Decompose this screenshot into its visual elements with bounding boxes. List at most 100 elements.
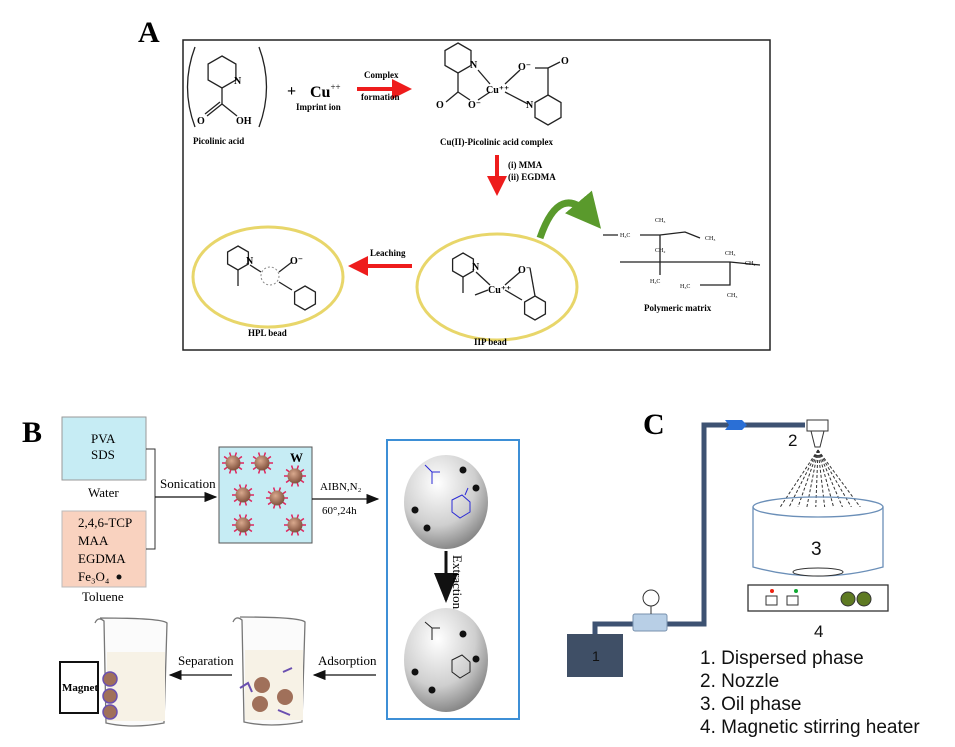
organic-item: MAA: [78, 533, 109, 548]
droplet-icon: [251, 452, 273, 474]
complex-label-bottom: formation: [361, 92, 400, 102]
atom-n: N: [470, 60, 478, 71]
droplets: [222, 452, 306, 536]
initiator-label: AIBN,N₂: [320, 481, 362, 493]
complex-structure-label: Cu(II)-Picolinic acid complex: [440, 137, 553, 147]
merge-bracket: [146, 448, 156, 550]
plus-sign: +: [287, 83, 296, 100]
pump-valve: [632, 613, 668, 632]
heater-number: 4: [814, 622, 823, 641]
picolinic-acid-label: Picolinic acid: [193, 136, 244, 146]
spray-line: [817, 449, 852, 528]
nozzle-number: 2: [788, 431, 797, 450]
curved-arrow: [536, 190, 602, 240]
atom-label: H₃C: [650, 279, 660, 285]
hpl-bead-structure: N O⁻: [226, 245, 317, 311]
organic-phase-box: [61, 510, 147, 588]
conditions-label: 60°,24h: [322, 505, 357, 517]
droplet-icon: [266, 487, 288, 509]
droplet-icon: [232, 514, 254, 536]
atom-o-minus: O⁻: [290, 256, 303, 267]
separation-beaker: [94, 617, 168, 727]
iip-bead-structure: Cu⁺⁺ N O⁻: [451, 252, 547, 321]
magnet-label: Magnet: [62, 682, 98, 694]
hpl-bead: [191, 225, 345, 329]
droplet-icon: [232, 484, 254, 506]
atom-label: H₃C: [680, 284, 690, 290]
droplet-icon: [284, 465, 306, 487]
dish-rim: [752, 496, 884, 518]
fe3o4-particle-icon: [116, 574, 122, 580]
spray-line: [817, 449, 876, 528]
atom-cu: Cu⁺⁺: [486, 85, 509, 96]
hpl-bead-label: HPL bead: [248, 328, 287, 338]
legend-item: 2. Nozzle: [700, 671, 779, 692]
adsorption-beaker: [232, 616, 306, 726]
template-molecule: [424, 464, 471, 519]
sonication-label: Sonication: [160, 476, 216, 491]
atom-o: O: [197, 116, 205, 127]
organic-item: EGDMA: [78, 551, 126, 566]
spray-line: [814, 449, 819, 528]
dispersed-phase-tank: [567, 634, 623, 677]
atom-n: N: [234, 76, 242, 87]
red-indicator-light: [770, 589, 774, 593]
magnet-box: [59, 661, 99, 714]
droplet-icon: [284, 514, 306, 536]
atom-o-minus: O⁻: [518, 62, 531, 73]
legend-item: 4. Magnetic stirring heater: [700, 717, 920, 738]
step-egdma: (ii) EGDMA: [508, 172, 556, 182]
atom-o: O: [561, 56, 569, 67]
spray-line: [817, 449, 828, 528]
extraction-label: Extraction: [450, 555, 465, 610]
atom-o: O: [436, 100, 444, 111]
pyridine-ring: [534, 94, 562, 126]
organic-item: Fe₃O₄: [78, 569, 110, 584]
left-bracket: [186, 46, 196, 128]
panel-label-a: A: [138, 16, 160, 49]
organic-item: 2,4,6-TCP: [78, 515, 132, 530]
stirrer-switch: [786, 595, 799, 606]
panel-label-b: B: [22, 416, 42, 449]
atom-oh: OH: [236, 116, 252, 127]
polymeric-matrix-label: Polymeric matrix: [644, 303, 712, 313]
right-bracket: [258, 46, 268, 128]
droplet-icon: [222, 452, 244, 474]
nozzle: [810, 430, 825, 448]
pipe: [592, 422, 805, 634]
magnetic-particles: [411, 466, 480, 532]
cu-ion: Cu++: [310, 82, 341, 101]
atom-cu: Cu⁺⁺: [488, 285, 511, 296]
adsorption-label: Adsorption: [318, 653, 377, 668]
atom-label: CH₃: [655, 218, 665, 224]
oil-phase-number: 3: [811, 539, 822, 560]
atom-n: N: [246, 256, 254, 267]
stir-bar: [792, 567, 844, 577]
atom-o-minus: O⁻: [468, 100, 481, 111]
legend-item: 1. Dispersed phase: [700, 648, 864, 669]
green-indicator-light: [794, 589, 798, 593]
pyridine-ring: [523, 295, 547, 321]
imprinted-sphere: [404, 455, 488, 549]
w-label: W: [290, 450, 303, 465]
iip-bead: [415, 232, 579, 342]
atom-n: N: [472, 262, 480, 273]
leached-sphere: [404, 608, 488, 712]
atom-label: CH₂: [655, 248, 665, 254]
leaching-label: Leaching: [370, 248, 406, 258]
atom-label: CH₂: [745, 261, 755, 267]
atom-o-minus: O⁻: [518, 265, 531, 276]
connector-icon: [725, 420, 747, 430]
panel-b: B PVA SDS Water 2,4,6-TCP MAA EGDMA Fe₃O…: [22, 416, 520, 727]
aqueous-phase-box: [61, 416, 147, 481]
nozzle-head: [806, 419, 829, 432]
magnetic-particles: [411, 630, 480, 694]
iip-bead-label: IIP bead: [474, 337, 507, 347]
imprinted-cavity: [260, 266, 280, 286]
picolinic-acid-structure: N O OH: [186, 46, 268, 128]
knob-icon: [840, 591, 856, 607]
knob-icon: [856, 591, 872, 607]
atom-label: H₃C: [620, 233, 630, 239]
pressure-gauge-icon: [642, 589, 660, 607]
